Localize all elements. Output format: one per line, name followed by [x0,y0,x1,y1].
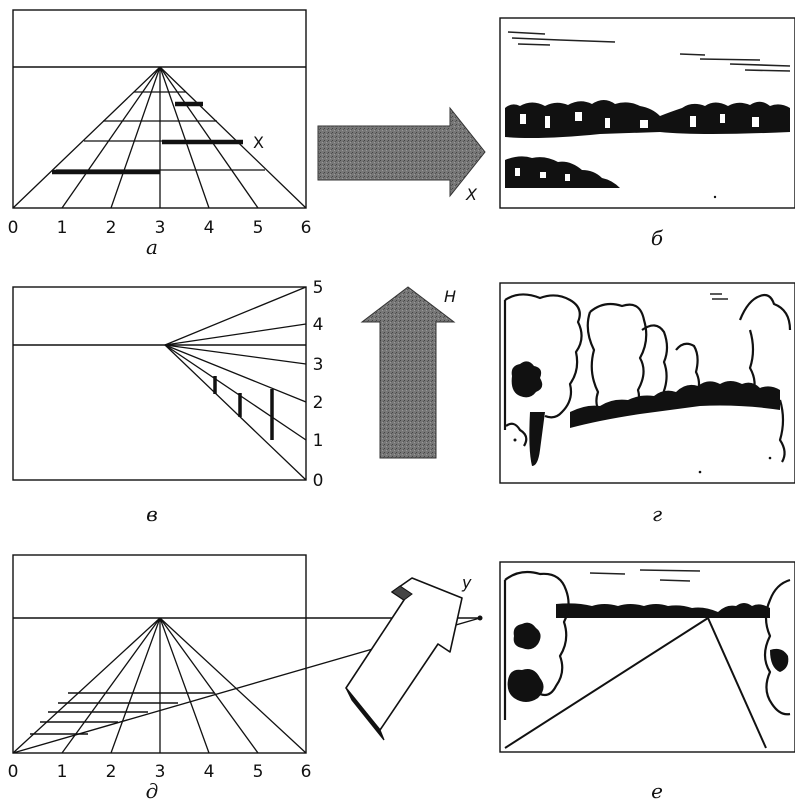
panel-b-speck [713,195,717,199]
arrow-up-shape [360,286,456,459]
panel-e-tick: 5 [253,762,264,782]
panel-e-tick: 0 [8,762,19,782]
panel-b-bush [505,156,620,188]
panel-c-tick: 0 [313,471,324,491]
panel-d-tree-outlines [503,293,792,463]
arrow-right: X [317,106,486,204]
panel-f-left-bushes [507,622,789,702]
panel-c-tick: 2 [313,393,324,413]
panel-d: г [499,282,795,526]
panel-f-cloud-marks [589,569,701,582]
panel-a-tick: 0 [8,218,19,238]
panel-e-tick: 4 [204,762,215,782]
panel-b-caption: б [651,226,664,250]
panel-d-ground-specks [513,438,772,474]
arrow-right-shape [317,106,486,198]
panel-a-tick: 5 [253,218,264,238]
panel-f-treeline [556,603,770,618]
panel-d-cloud-marks [710,293,728,300]
panel-e-tick: 6 [301,762,312,782]
panel-c-tick: 5 [313,278,324,298]
panel-e-rays [12,617,307,754]
panel-b-treeline-texture [520,112,759,128]
arrow-diagonal-front [345,577,463,731]
arrow-diagonal-top [391,585,413,601]
arrow-right-label: X [465,185,478,204]
panel-a-segments [52,101,243,175]
panel-c-posts [213,376,274,440]
panel-f: е [499,561,795,803]
panel-a-tick: 6 [301,218,312,238]
panel-c-caption: в [146,502,158,526]
panel-a-tick: 3 [155,218,166,238]
panel-b-treeline [505,100,790,138]
panel-f-tree-outlines [503,570,791,720]
panel-e-vanishing-point [477,615,483,621]
panel-a: X 0 1 2 3 4 5 6 а [8,9,312,259]
panel-b: б [499,17,795,250]
panel-c-tick: 4 [313,315,324,335]
panel-b-clouds [507,31,791,72]
panel-e-tick: 1 [57,762,68,782]
panel-d-caption: г [652,502,662,526]
panel-c-rays [164,286,307,481]
panel-c: 5 4 3 2 1 0 в [12,278,324,526]
panel-a-tick: 2 [106,218,117,238]
panel-e-caption: д [146,779,159,803]
panel-f-road [504,617,767,749]
arrow-diagonal: y [345,573,472,741]
panel-a-axis-label: X [253,133,264,152]
panel-e-transversals [30,692,214,735]
arrow-up-label: H [444,287,456,306]
arrow-up: H [360,286,456,459]
panel-e-tick: 2 [106,762,117,782]
arrow-diagonal-side [345,687,385,741]
panel-a-tick: 4 [204,218,215,238]
panel-a-caption: а [146,235,158,259]
panel-f-caption: е [651,779,663,803]
panel-b-bush-texture [515,168,570,181]
panel-d-trunk [529,412,545,466]
panel-a-rays [12,66,307,209]
panel-c-tick: 1 [313,431,324,451]
arrow-diagonal-label: y [461,573,472,592]
panel-c-frame [12,286,307,481]
panel-d-left-bush [511,361,543,398]
panel-c-tick: 3 [313,355,324,375]
panel-a-tick: 1 [57,218,68,238]
panel-e-tick: 3 [155,762,166,782]
panel-d-treeline [570,381,780,428]
